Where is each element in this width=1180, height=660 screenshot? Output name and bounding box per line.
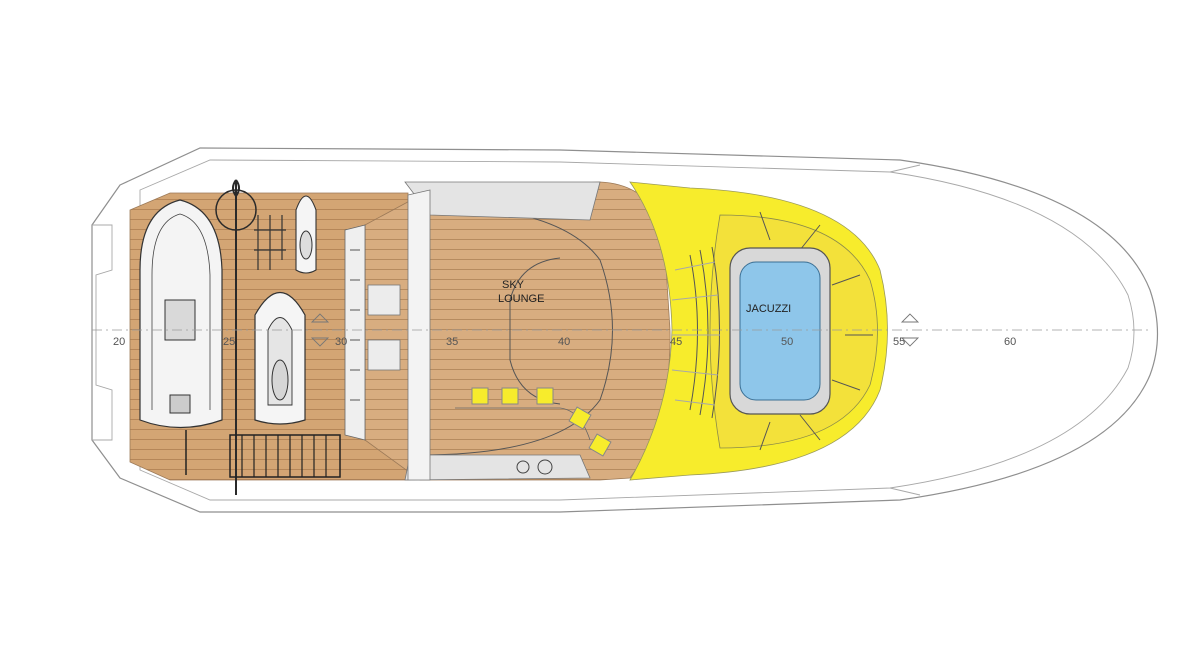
bar-stool-3	[536, 387, 554, 405]
sky-lounge-label-line1: SKY	[502, 279, 525, 291]
sink-icon	[516, 460, 530, 474]
ladder-icon	[229, 434, 341, 478]
ladder-rungs	[241, 435, 327, 477]
jetski-large-seat	[271, 359, 289, 401]
tender-engine	[169, 394, 191, 414]
scale-tick: 35	[446, 336, 458, 348]
outer-hull	[91, 147, 1159, 513]
scale-tick: 60	[1004, 336, 1016, 348]
side-table-bottom	[367, 339, 401, 371]
tender-deck	[151, 213, 211, 410]
bow-line	[889, 164, 921, 496]
scale-tick: 30	[335, 336, 347, 348]
centerline-marker-right	[900, 313, 920, 347]
bar-stool-2	[501, 387, 519, 405]
jacuzzi-tub-icon	[739, 261, 821, 401]
aft-stairs	[407, 189, 431, 481]
steps	[689, 246, 720, 419]
jacuzzi-label: JACUZZI	[746, 303, 791, 315]
tender-console	[164, 299, 196, 341]
grill-icon	[537, 459, 553, 475]
transom	[92, 224, 113, 441]
scale-tick: 55	[893, 336, 905, 348]
jetski-small-seat	[299, 230, 313, 260]
davit-frame	[254, 215, 286, 270]
side-table-top	[367, 284, 401, 316]
bar-stool-5	[588, 433, 612, 457]
crane-icon	[232, 179, 240, 495]
lounge-sideboard-top	[404, 181, 601, 221]
sofa-cushions	[350, 249, 360, 401]
lounge-sofa	[344, 224, 366, 441]
scale-tick: 25	[223, 336, 235, 348]
scale-tick: 20	[113, 336, 125, 348]
centerline-marker-left	[310, 313, 330, 347]
scale-tick: 50	[781, 336, 793, 348]
steps-fan	[671, 261, 720, 406]
bar-stool-4	[568, 406, 592, 430]
scale-tick: 45	[670, 336, 682, 348]
crane-base	[215, 189, 257, 231]
sky-lounge-label-line2: LOUNGE	[498, 293, 544, 305]
seat-dividers	[759, 211, 873, 451]
inner-hull	[139, 159, 1135, 501]
lounge-sideboard-bottom	[404, 454, 591, 481]
bar-stool-1	[471, 387, 489, 405]
scale-tick: 40	[558, 336, 570, 348]
